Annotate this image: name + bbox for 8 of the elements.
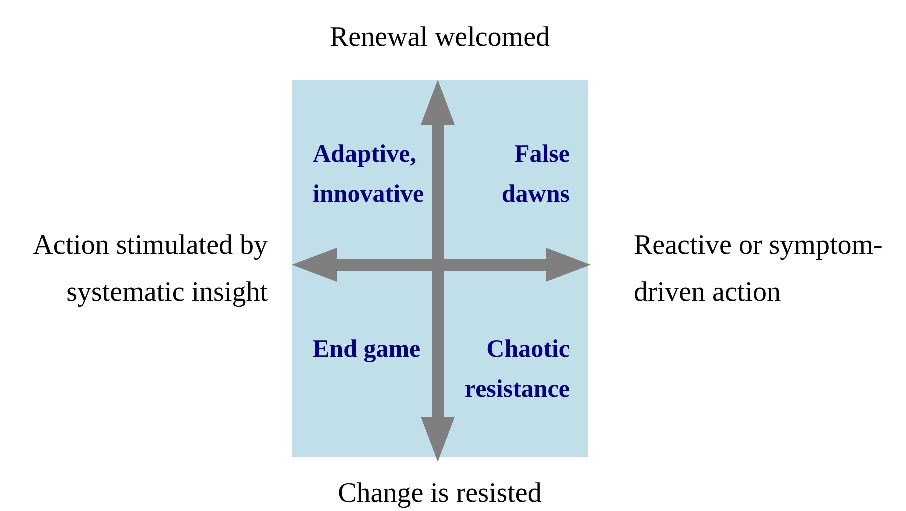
quadrant-label: False dawns xyxy=(500,140,570,210)
axis-label: Reactive or symptom-driven action xyxy=(634,229,884,310)
axis-label: Renewal welcomed xyxy=(328,21,552,55)
axis-label: Action stimulated by systematic insight xyxy=(32,229,268,310)
quadrant-label: Chaotic resistance xyxy=(464,335,570,405)
quadrant-label: Adaptive, innovative xyxy=(313,140,426,210)
quadrant-label: End game xyxy=(313,335,422,365)
axis-label: Change is resisted xyxy=(337,477,543,511)
